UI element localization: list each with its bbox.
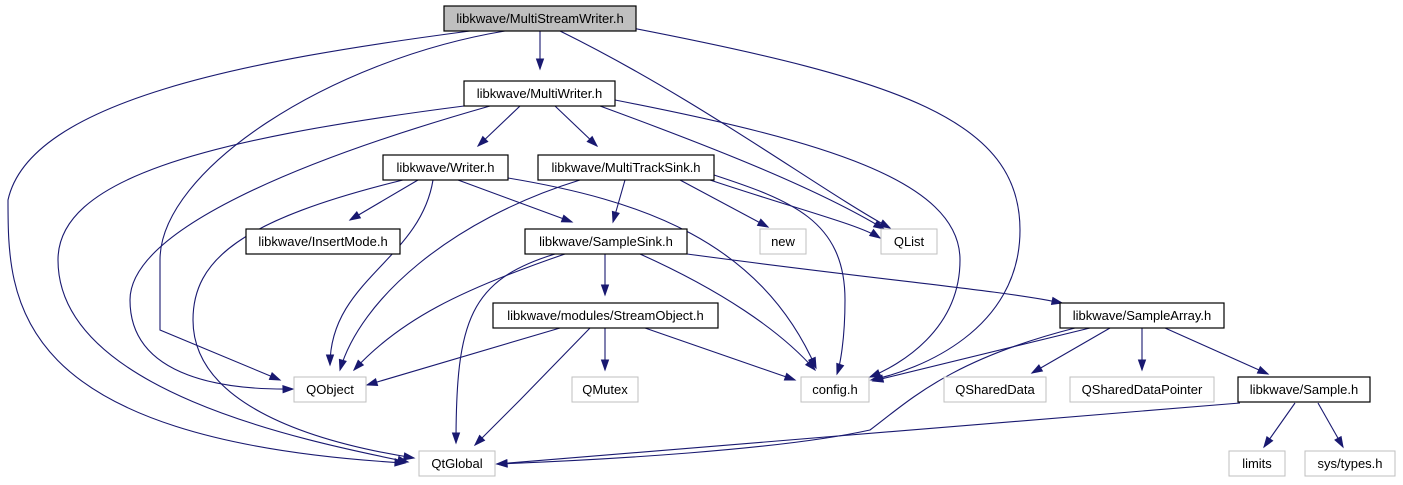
edge-samplesink-to-qtglobal (451, 253, 556, 445)
node-config: config.h (800, 376, 870, 403)
node-systypes: sys/types.h (1304, 450, 1396, 477)
edge-sample-to-qtglobal (495, 402, 1241, 468)
edge-samplesink-to-streamobject (600, 254, 610, 297)
node-label: sys/types.h (1317, 456, 1382, 471)
edge-writer-to-config (507, 177, 817, 370)
node-label: QObject (306, 382, 354, 397)
node-samplearray[interactable]: libkwave/SampleArray.h (1059, 302, 1225, 329)
edge-streamobject-to-qmutex (600, 328, 610, 372)
edge-writer-to-insertmode (348, 179, 419, 221)
edge-writer-to-samplesink (457, 179, 574, 223)
node-label: libkwave/Sample.h (1250, 382, 1358, 397)
edge-sample-to-limits (1263, 402, 1296, 449)
node-insertmode[interactable]: libkwave/InsertMode.h (245, 228, 401, 255)
node-label: limits (1242, 456, 1272, 471)
node-qlist: QList (880, 228, 938, 255)
edge-multistreamwriter-to-multiwriter (535, 31, 545, 71)
edge-multitracksink-to-qobject (338, 179, 581, 372)
node-limits: limits (1228, 450, 1286, 477)
edge-writer-to-qobject (325, 179, 434, 367)
edge-streamobject-to-qobject (365, 327, 561, 387)
edge-multitracksink-to-qlist (709, 179, 882, 239)
node-qshareddatapointer: QSharedDataPointer (1069, 376, 1215, 403)
node-samplesink[interactable]: libkwave/SampleSink.h (524, 228, 688, 255)
edge-multiwriter-to-config (614, 99, 961, 378)
nodes-layer: libkwave/MultiStreamWriter.h libkwave/Mul… (245, 5, 1396, 477)
edge-samplesink-to-qobject (352, 253, 566, 372)
node-label: QSharedDataPointer (1082, 382, 1203, 397)
node-writer[interactable]: libkwave/Writer.h (382, 154, 509, 181)
node-qobject: QObject (293, 376, 367, 403)
edge-writer-to-qtglobal (192, 179, 416, 461)
node-multitracksink[interactable]: libkwave/MultiTrackSink.h (537, 154, 715, 181)
node-label: QtGlobal (431, 456, 482, 471)
node-label: libkwave/SampleSink.h (539, 234, 673, 249)
node-multistreamwriter[interactable]: libkwave/MultiStreamWriter.h (443, 5, 637, 32)
edge-samplesink-to-config (639, 253, 817, 372)
edge-multiwriter-to-qobject (129, 105, 491, 394)
edge-samplearray-to-qshareddatapointer (1137, 328, 1147, 372)
node-qshareddata: QSharedData (943, 376, 1047, 403)
edge-samplesink-to-samplearray (686, 253, 1064, 305)
node-qmutex: QMutex (571, 376, 639, 403)
node-label: libkwave/MultiStreamWriter.h (456, 11, 623, 26)
node-label: new (771, 234, 795, 249)
node-qtglobal: QtGlobal (418, 450, 496, 477)
node-label: libkwave/MultiTrackSink.h (551, 160, 700, 175)
edge-samplearray-to-config (871, 327, 1091, 383)
node-label: libkwave/MultiWriter.h (477, 86, 602, 101)
node-label: libkwave/SampleArray.h (1073, 308, 1211, 323)
edge-multiwriter-to-multitracksink (554, 105, 599, 148)
edge-multistreamwriter-to-qlist (559, 30, 892, 229)
node-label: QSharedData (955, 382, 1035, 397)
node-label: config.h (812, 382, 858, 397)
node-label: QList (894, 234, 925, 249)
edge-multitracksink-to-config (713, 174, 846, 376)
node-label: libkwave/modules/StreamObject.h (507, 308, 704, 323)
edge-multistreamwriter-to-qobject (159, 30, 506, 381)
node-sample[interactable]: libkwave/Sample.h (1237, 376, 1371, 403)
node-new: new (759, 228, 807, 255)
edge-multitracksink-to-new (679, 179, 770, 228)
edge-streamobject-to-qtglobal (473, 327, 591, 447)
edge-sample-to-systypes (1317, 402, 1344, 449)
edge-multistreamwriter-to-qtglobal (7, 30, 471, 467)
edges-layer (7, 27, 1344, 468)
edge-samplearray-to-sample (1164, 327, 1270, 375)
edge-multiwriter-to-qlist (599, 105, 886, 230)
node-label: libkwave/Writer.h (396, 160, 494, 175)
edge-samplearray-to-qshareddata (1030, 327, 1111, 374)
edge-multitracksink-to-samplesink (611, 179, 626, 224)
node-multiwriter[interactable]: libkwave/MultiWriter.h (463, 80, 616, 107)
node-label: libkwave/InsertMode.h (258, 234, 387, 249)
edge-multiwriter-to-writer (476, 105, 521, 148)
node-label: QMutex (582, 382, 628, 397)
node-streamobject[interactable]: libkwave/modules/StreamObject.h (492, 302, 719, 329)
edge-streamobject-to-config (644, 327, 797, 381)
